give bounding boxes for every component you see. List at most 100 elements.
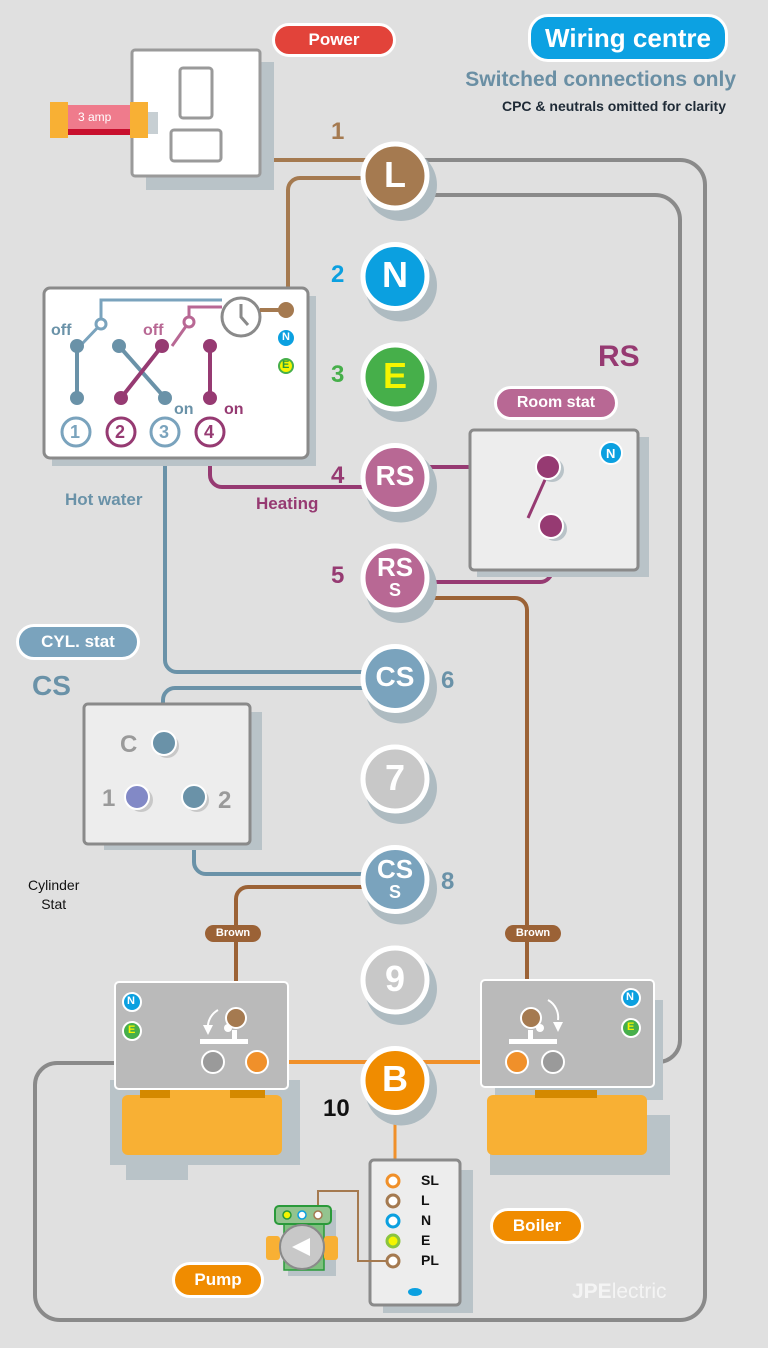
terminal-1 <box>360 141 437 221</box>
terminal-9 <box>360 945 437 1025</box>
pump-label: Pump <box>172 1262 264 1298</box>
cyl-terminal-1: 1 <box>102 785 116 812</box>
room-stat-heading: RS <box>598 340 640 373</box>
brand-light: lectric <box>611 1280 667 1303</box>
power-label: Power <box>272 23 396 57</box>
programmer-off-hw: off <box>51 322 72 339</box>
left-valve-e: E <box>128 1024 136 1036</box>
boiler-terminal-e: E <box>421 1232 431 1248</box>
cylstat-wire-2 <box>192 798 395 876</box>
terminal-label: CS <box>376 853 414 884</box>
cylinder-stat <box>82 702 262 850</box>
right-valve-e: E <box>627 1021 635 1033</box>
terminal-2 <box>360 242 437 322</box>
programmer-off-ch: off <box>143 322 164 339</box>
terminal-circle <box>360 1046 430 1115</box>
brand-bold: JPE <box>572 1280 612 1303</box>
terminal-3 <box>360 342 437 422</box>
left-valve-n: N <box>127 995 135 1007</box>
terminal-label: 7 <box>384 756 406 798</box>
fuse-label: 3 amp <box>78 110 112 124</box>
cyl-caption-line2: Stat <box>41 896 67 912</box>
terminal-circle <box>360 845 430 914</box>
boiler-label: Boiler <box>490 1208 584 1244</box>
cyl-stat-heading: CS <box>32 670 71 701</box>
programmer <box>42 286 316 466</box>
cyl-terminal-2: 2 <box>218 787 232 814</box>
terminal-label: RS <box>376 552 414 582</box>
cylstat-wire-c <box>161 686 395 742</box>
boiler-terminal-pl: PL <box>421 1252 439 1268</box>
room-stat <box>468 428 649 577</box>
terminal-7 <box>360 744 437 824</box>
cyl-caption-line1: Cylinder <box>28 877 80 893</box>
terminal-number: 4 <box>331 461 345 489</box>
terminal-circle <box>360 443 430 512</box>
zone-valve-left <box>110 981 300 1180</box>
terminal-number: 6 <box>441 666 455 694</box>
programmer-n-badge: N <box>282 331 290 343</box>
programmer-terminal-1: 1 <box>70 422 81 442</box>
boiler-terminal-sl: SL <box>421 1172 439 1188</box>
boiler-terminal-n: N <box>421 1212 432 1228</box>
wire-tag-right: Brown <box>505 925 561 942</box>
terminal-number: 3 <box>331 361 345 388</box>
hot-water-label: Hot water <box>65 490 143 509</box>
heating-label: Heating <box>256 494 319 513</box>
terminal-label: RS <box>375 460 415 492</box>
terminal-circle <box>360 342 430 412</box>
programmer-on-ch: on <box>224 401 244 418</box>
terminal-circle <box>360 644 430 713</box>
terminal-number: 10 <box>323 1094 350 1122</box>
grey-wire-inner <box>420 193 682 1064</box>
cyl-stat-label: CYL. stat <box>16 624 140 660</box>
brand-logo: JPElectric <box>572 1280 667 1304</box>
power-socket <box>130 48 274 190</box>
terminal-label: N <box>382 254 408 296</box>
grey-wire-outer <box>33 158 707 1322</box>
terminal-sublabel: S <box>388 580 401 600</box>
pump-wire <box>317 1190 388 1262</box>
programmer-e-badge: E <box>282 359 290 371</box>
programmer-on-hw: on <box>174 401 194 418</box>
terminal-number: 1 <box>331 118 345 145</box>
boiler-terminal-box <box>368 1158 473 1313</box>
wiring-centre-title: Wiring centre <box>528 14 728 62</box>
hotwater-wire-3 <box>163 430 395 674</box>
terminal-label: B <box>382 1058 408 1100</box>
brown-wire-right-valve <box>395 596 529 1018</box>
pump-icon <box>266 1205 338 1276</box>
subtitle: Switched connections only <box>465 68 736 91</box>
terminal-circle <box>360 543 430 613</box>
terminal-5 <box>360 543 437 623</box>
terminal-4 <box>360 443 437 523</box>
note: CPC & neutrals omitted for clarity <box>501 98 726 114</box>
terminal-8 <box>360 845 437 925</box>
programmer-terminal-3: 3 <box>159 422 170 442</box>
programmer-terminal-4: 4 <box>204 422 215 442</box>
wire-tag-left: Brown <box>205 925 261 942</box>
cyl-terminal-c: C <box>120 731 138 758</box>
terminal-label: L <box>384 153 406 195</box>
terminal-label: 9 <box>384 957 406 999</box>
room-stat-label: Room stat <box>494 386 618 420</box>
terminal-number: 2 <box>331 260 345 288</box>
programmer-terminal-2: 2 <box>115 422 126 442</box>
terminal-6 <box>360 644 437 724</box>
terminal-number: 5 <box>331 562 345 589</box>
zone-valve-right <box>480 979 670 1175</box>
live-wire-programmer <box>286 176 395 310</box>
boiler-terminal-l: L <box>421 1192 430 1208</box>
terminal-circle <box>360 945 430 1015</box>
cyl-caption: Cylinder Stat <box>28 876 79 914</box>
terminal-label: CS <box>375 661 415 693</box>
terminal-circle <box>360 141 430 211</box>
terminal-circle <box>360 744 430 814</box>
brown-wire-left-valve <box>234 885 395 1018</box>
terminal-10 <box>360 1046 437 1126</box>
terminal-label: E <box>382 354 407 396</box>
room-stat-n-badge: N <box>606 446 616 461</box>
right-valve-n: N <box>626 991 634 1003</box>
terminal-number: 8 <box>441 867 455 895</box>
